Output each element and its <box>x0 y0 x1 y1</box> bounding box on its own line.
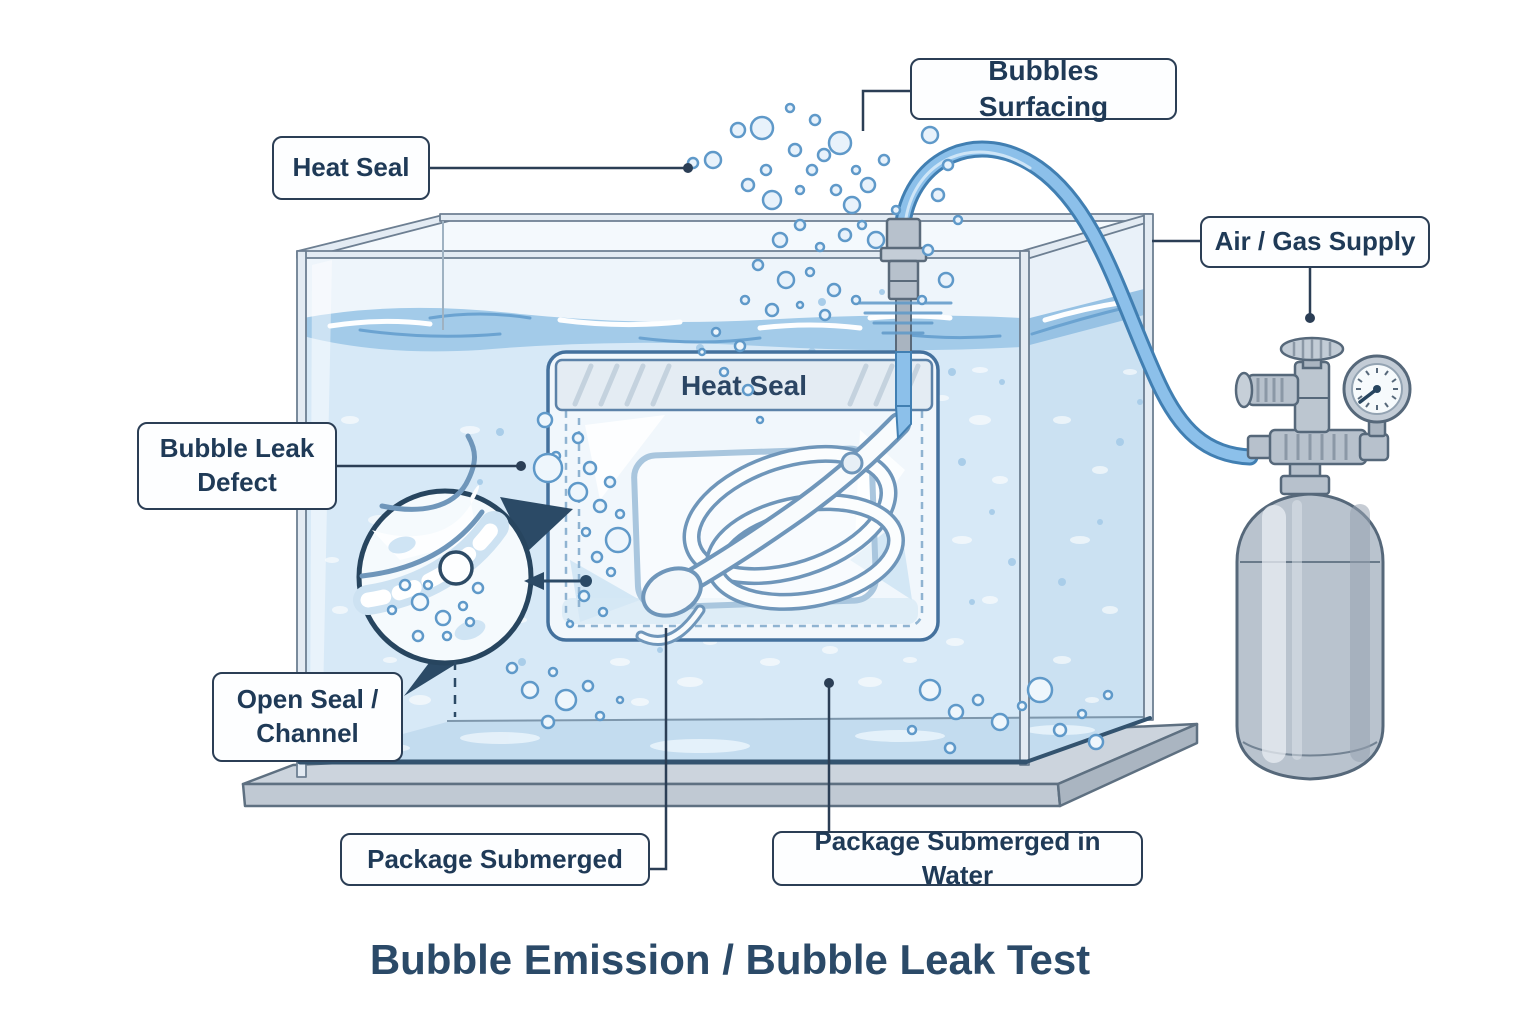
pressure-gauge <box>1342 354 1412 424</box>
callout-leader-dots <box>516 163 1315 688</box>
leak-magnifier-detail <box>353 433 592 717</box>
callout-package-submerged: Package Submerged <box>340 833 650 886</box>
device-handle <box>641 566 703 618</box>
pressure-regulator <box>1234 336 1412 466</box>
leak-bubbles <box>505 326 1114 755</box>
diagram-title: Bubble Emission / Bubble Leak Test <box>369 936 1091 983</box>
magnifier-pointer-wedge <box>500 497 573 552</box>
callout-heat-seal: Heat Seal <box>272 136 430 200</box>
coiled-tubing-device <box>631 412 911 646</box>
callout-leader-lines <box>337 89 1312 871</box>
callout-package-submerged-in-water: Package Submerged in Water <box>772 826 1143 890</box>
tube-nozzle-tip <box>894 405 912 441</box>
surfacing-bubbles <box>686 102 964 322</box>
surface-ripples <box>853 301 953 335</box>
sterile-package-pouch: Heat Seal <box>546 350 940 646</box>
callout-air-gas-supply: Air / Gas Supply <box>1200 216 1430 268</box>
leak-arrowhead <box>524 572 544 590</box>
gas-cylinder <box>1235 460 1385 781</box>
callout-bubbles-surfacing: Bubbles Surfacing <box>910 55 1177 122</box>
callout-open-seal-channel: Open Seal / Channel <box>212 672 403 762</box>
magnified-leak-bubble <box>438 550 474 586</box>
callout-bubble-leak-defect: Bubble Leak Defect <box>137 422 337 510</box>
tube-in-water <box>895 351 912 409</box>
tank-floor <box>303 717 1148 761</box>
tube-fitting <box>853 217 953 441</box>
air-supply-tube <box>894 140 1259 466</box>
water-surface <box>303 288 1148 352</box>
tank-glass-edges <box>296 213 1154 778</box>
pouch-heat-seal-band: Heat Seal <box>554 358 934 412</box>
